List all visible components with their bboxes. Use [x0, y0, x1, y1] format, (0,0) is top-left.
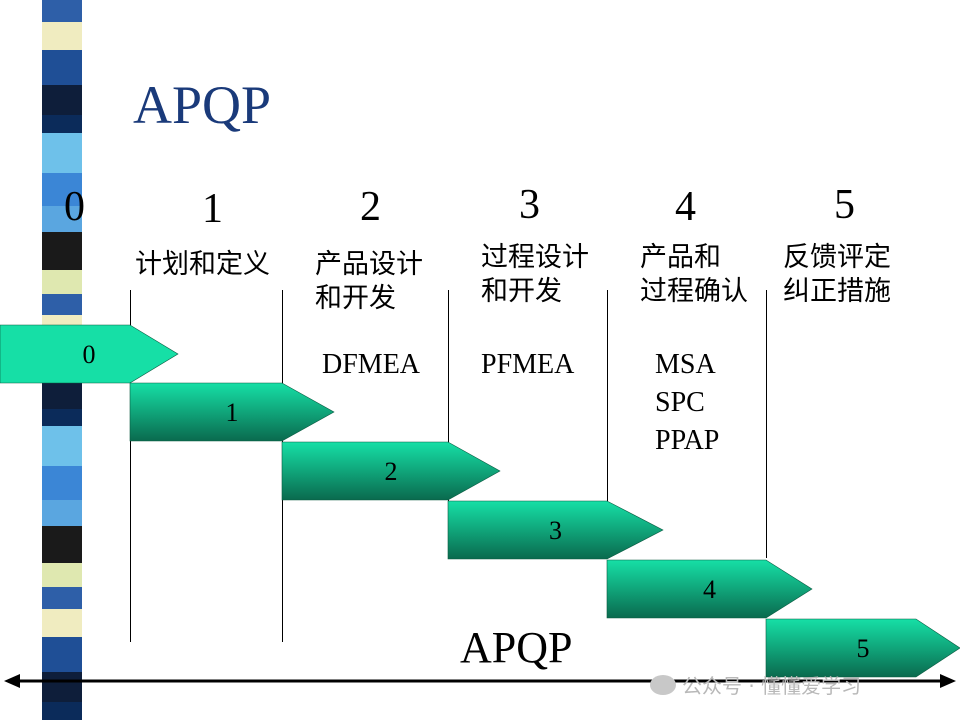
stripe-segment [42, 206, 82, 233]
stripe-segment [42, 49, 82, 86]
tool-pfmea: PFMEA [481, 349, 575, 380]
phase-arrow-label: 5 [857, 634, 870, 663]
divider-line-1 [130, 290, 131, 642]
watermark: 公众号 · 懂懂爱学习 [650, 670, 861, 699]
stripe-segment [42, 21, 82, 50]
phase-arrow-label: 4 [703, 575, 716, 604]
phase-number-0: 0 [64, 184, 85, 230]
tool-msa-spc-ppap: MSA SPC PPAP [655, 349, 720, 456]
stripe-segment [42, 636, 82, 673]
phase-arrow-label: 1 [226, 398, 239, 427]
phase-number-4: 4 [675, 184, 696, 230]
decorative-stripe [0, 0, 110, 720]
stripe-segment [42, 587, 82, 609]
phase-arrow-3: 3 [447, 500, 664, 560]
phase-arrow-shape [447, 500, 664, 560]
phase-name-4: 产品和 过程确认 [640, 242, 748, 307]
stripe-segment [42, 0, 82, 22]
stripe-segment [42, 115, 82, 133]
stripe-segment [42, 525, 82, 564]
phase-arrow-label: 2 [385, 457, 398, 486]
phase-arrow-shape [0, 324, 179, 384]
divider-line-5 [766, 290, 767, 558]
stripe-segment [42, 378, 82, 409]
phase-name-2: 产品设计 和开发 [315, 249, 423, 314]
stripe-segment [42, 702, 82, 720]
watermark-text: 公众号 · 懂懂爱学习 [682, 674, 862, 698]
stripe-segment [42, 293, 82, 316]
phase-arrow-4: 4 [606, 559, 813, 619]
bottom-label: APQP [460, 623, 573, 672]
stripe-segment [42, 563, 82, 588]
phase-number-3: 3 [519, 182, 540, 228]
stripe-segment [42, 85, 82, 116]
stripe-band [42, 0, 82, 720]
phase-arrow-label: 3 [549, 516, 562, 545]
stripe-segment [42, 466, 82, 500]
phase-arrow-2: 2 [281, 441, 501, 501]
phase-arrow-5: 5 [765, 618, 960, 678]
wechat-icon [650, 674, 676, 695]
divider-line-3 [448, 290, 449, 502]
divider-line-4 [607, 290, 608, 502]
phase-name-3: 过程设计 和开发 [481, 242, 589, 307]
stripe-segment [42, 269, 82, 294]
stripe-segment [42, 672, 82, 703]
phase-number-2: 2 [360, 184, 381, 230]
timeline-right-arrowhead [940, 674, 956, 688]
stripe-segment [42, 408, 82, 427]
phase-arrow-shape [129, 382, 335, 442]
page-title: APQP [133, 75, 272, 135]
stripe-segment [42, 172, 82, 207]
phase-arrow-shape [765, 618, 960, 678]
stripe-segment [42, 608, 82, 637]
phase-number-5: 5 [834, 182, 855, 228]
phase-name-1: 计划和定义 [135, 249, 270, 280]
tool-dfmea: DFMEA [322, 349, 421, 380]
phase-arrow-0: 0 [0, 324, 179, 384]
phase-arrow-1: 1 [129, 382, 335, 442]
phase-arrow-shape [606, 559, 813, 619]
phase-name-5: 反馈评定 纠正措施 [783, 242, 891, 307]
phase-number-1: 1 [202, 186, 223, 232]
phase-arrow-shape [281, 441, 501, 501]
stripe-segment [42, 232, 82, 270]
phase-arrow-label: 0 [83, 340, 96, 369]
timeline-left-arrowhead [4, 674, 20, 688]
stripe-segment [42, 499, 82, 526]
stripe-segment [42, 426, 82, 467]
stripe-segment [42, 132, 82, 173]
